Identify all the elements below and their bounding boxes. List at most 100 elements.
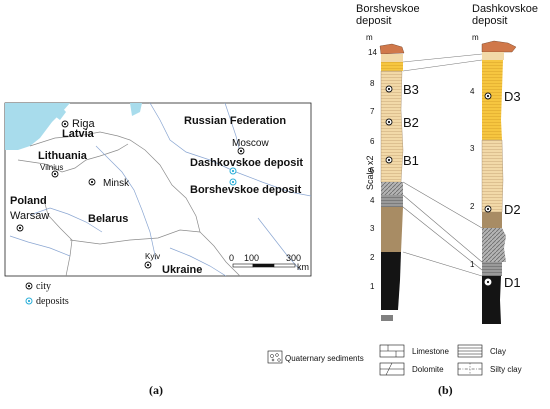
city-markers [16,120,245,269]
dashkovskoe-layer-brown [482,212,502,228]
deposit-marker-dashkovskoe [229,167,237,175]
legend-clay-label: Clay [490,347,506,356]
country-label-lithuania: Lithuania [38,150,88,162]
borshevskoe-layer-gray-clay [381,195,403,207]
legend-city-label: city [36,281,51,292]
dashkovskoe-topsoil [481,40,517,53]
country-label-ukraine: Ukraine [162,264,202,276]
city-marker-kyiv [144,261,152,269]
rivers [9,103,311,276]
sample-label-b2: B2 [403,115,419,130]
legend-limestone-label: Limestone [412,347,449,356]
country-label-latvia: Latvia [62,128,95,140]
city-marker-warsaw [16,224,24,232]
dashkovskoe-tick-1: 1 [470,260,475,269]
legend-silty-clay-symbol [457,362,483,376]
borshevskoe-layer-black [381,252,401,310]
sample-label-b1: B1 [403,153,419,168]
country-label-poland: Poland [10,195,47,207]
deposit-marker-borshevskoe [229,178,237,186]
panel-label-a: (a) [149,383,163,397]
borshevskoe-tick-6: 6 [370,137,375,146]
borshevskoe-title-line1: Borshevskoe [356,3,420,15]
city-marker-minsk [88,178,96,186]
borshevskoe-tick-5: 5 [370,166,375,175]
city-marker-moscow [237,147,245,155]
sample-marker-b1 [385,156,393,164]
deposit-label-dashkovskoe: Dashkovskoe deposit [190,157,303,169]
borshevskoe-scale-label: Scale x2 [365,155,375,190]
scale-unit: km [297,262,309,272]
city-label-riga: Riga [72,118,96,130]
scale-tick-300: 300 [286,253,301,263]
map-frame [4,102,312,277]
borshevskoe-title-line2: deposit [356,15,391,27]
scale-tick-0: 0 [229,253,234,263]
section-borshevskoe: Borshevskoe deposit m 14 8 7 6 5 4 3 2 1… [356,3,420,321]
sample-label-d1: D1 [504,275,521,290]
country-label-russia: Russian Federation [184,115,286,127]
city-label-kyiv: Kyiv [145,252,160,261]
city-marker-riga [61,120,69,128]
city-label-vilnius: Vilnius [40,163,63,172]
borshevskoe-tick-1: 1 [370,282,375,291]
map-legend: city deposits [25,281,69,307]
sample-marker-d3 [484,92,492,100]
location-map: Riga Vilnius Minsk Warsaw Kyiv Moscow La… [4,102,312,277]
borshevskoe-tick-3: 3 [370,224,375,233]
borshevskoe-tick-7: 7 [370,107,375,116]
borshevskoe-tick-14: 14 [368,48,377,57]
dashkovskoe-tick-2: 2 [470,202,475,211]
country-borders [17,131,241,276]
dashkovskoe-tick-4: 4 [470,87,475,96]
borshevskoe-tick-4: 4 [370,196,375,205]
borshevskoe-layer-sand [381,54,403,62]
deposit-markers [229,167,237,186]
sample-label-d3: D3 [504,89,521,104]
city-label-warsaw: Warsaw [10,210,49,222]
section-dashkovskoe: Dashkovskoe deposit m 4 3 2 1 D3 D2 D1 [470,3,538,324]
dashkovskoe-layer-main [481,139,504,213]
lithology-legend: Quaternary sediments Limestone Dolomite … [267,344,522,376]
legend-quaternary-label: Quaternary sediments [285,354,364,363]
dashkovskoe-title-line1: Dashkovskoe [472,3,538,15]
legend-deposit-icon [25,297,33,305]
sample-marker-b2 [385,118,393,126]
map-scale-bar: 0 100 300 km [229,253,309,272]
city-marker-vilnius [51,170,59,178]
city-label-minsk: Minsk [103,178,130,189]
dashkovskoe-tick-3: 3 [470,144,475,153]
gulf-of-riga [40,103,66,120]
legend-limestone-symbol [379,344,405,358]
lake [130,103,142,116]
dashkovskoe-layer-sand [482,52,504,60]
borshevskoe-unit: m [366,33,373,42]
legend-dolomite-symbol [379,362,405,376]
borshevskoe-layer-yellow [381,62,403,71]
sample-marker-d1 [484,278,492,286]
scale-tick-100: 100 [244,253,259,263]
legend-city-icon [25,282,33,290]
dashkovskoe-layer-gray-limestone [482,228,506,262]
legend-silty-clay-label: Silty clay [490,365,522,374]
legend-clay-symbol [457,344,483,358]
dashkovskoe-title-line2: deposit [472,15,507,27]
borshevskoe-tick-8: 8 [370,79,375,88]
borshevskoe-topsoil [379,43,405,55]
borshevskoe-tick-2: 2 [370,253,375,262]
legend-quaternary-symbol [267,350,283,364]
dashkovskoe-layer-gray-clay [482,262,502,276]
dashkovskoe-layer-black [482,276,501,324]
sample-label-b3: B3 [403,82,419,97]
borshevskoe-layer-gray-limestone [381,182,403,195]
country-label-belarus: Belarus [88,213,128,225]
correlation-lines [402,53,483,277]
sample-marker-d2 [484,205,492,213]
sample-marker-b3 [385,85,393,93]
city-label-moscow: Moscow [232,138,269,149]
deposit-label-borshevskoe: Borshevskoe deposit [190,184,302,196]
sample-label-d2: D2 [504,202,521,217]
borshevskoe-bottom [381,315,393,321]
borshevskoe-layer-brown [381,207,403,252]
